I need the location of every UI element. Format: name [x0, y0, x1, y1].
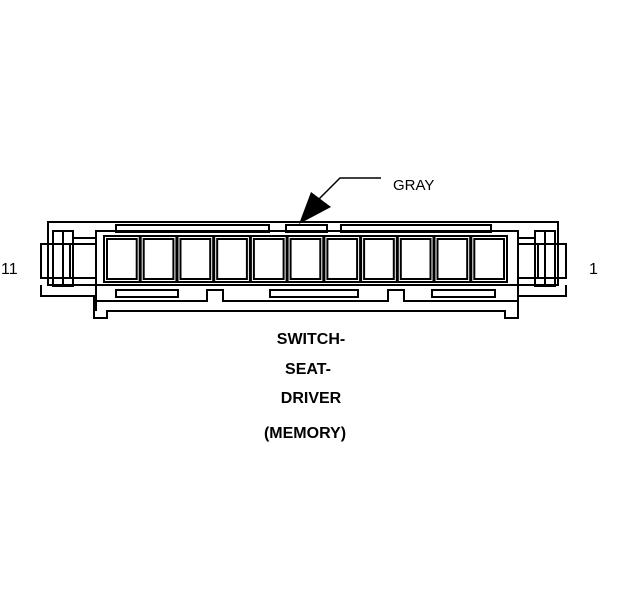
title-line-4: (MEMORY) [264, 425, 346, 442]
color-callout: GRAY [299, 177, 434, 224]
title-line-2: SEAT- [285, 361, 331, 378]
terminal-cavity [103, 235, 141, 283]
terminal-cavities [103, 235, 508, 283]
terminal-cavity-inner [106, 238, 138, 280]
right-latch [517, 230, 567, 287]
connector-top-lip [47, 221, 559, 231]
terminal-cavity-inner [473, 238, 505, 280]
terminal-cavity [360, 235, 398, 283]
terminal-cavity-inner [252, 238, 285, 280]
top-rib-left [115, 224, 270, 233]
left-latch [40, 230, 97, 287]
bottom-key-strip [96, 289, 518, 302]
connector-title: SWITCH- SEAT- DRIVER (MEMORY) [264, 331, 346, 442]
top-rib-right [340, 224, 492, 233]
bottom-rib-right [431, 289, 496, 298]
pin-label-left: 11 [1, 261, 18, 278]
terminal-cavity [176, 235, 215, 283]
color-callout-label: GRAY [393, 177, 434, 194]
terminal-cavity [286, 235, 325, 283]
terminal-cavity [323, 235, 362, 283]
bottom-flange-inner [95, 285, 519, 311]
bottom-rib-left [115, 289, 179, 298]
terminal-cavity [396, 235, 435, 283]
terminal-cavity-inner [399, 238, 432, 280]
pin-label-right: 1 [589, 261, 598, 278]
terminal-cavity-inner [436, 238, 469, 280]
bottom-rib-center [269, 289, 359, 298]
terminal-cavity-inner [363, 238, 395, 280]
top-rib-center [285, 224, 328, 233]
terminal-cavity [470, 235, 508, 283]
bottom-flange [40, 285, 567, 319]
terminal-cavity-inner [216, 238, 248, 280]
title-line-1: SWITCH- [277, 331, 345, 348]
connector-body [40, 221, 567, 319]
terminal-cavity-inner [142, 238, 175, 280]
title-line-3: DRIVER [281, 390, 342, 407]
terminal-cavity [433, 235, 472, 283]
callout-leader-line [317, 177, 381, 201]
terminal-cavity-inner [289, 238, 322, 280]
terminal-cavity-inner [326, 238, 359, 280]
terminal-cavity [213, 235, 251, 283]
terminal-cavity [139, 235, 178, 283]
terminal-cavity-inner [179, 238, 212, 280]
callout-arrowhead [299, 192, 331, 224]
terminal-cavity [249, 235, 288, 283]
